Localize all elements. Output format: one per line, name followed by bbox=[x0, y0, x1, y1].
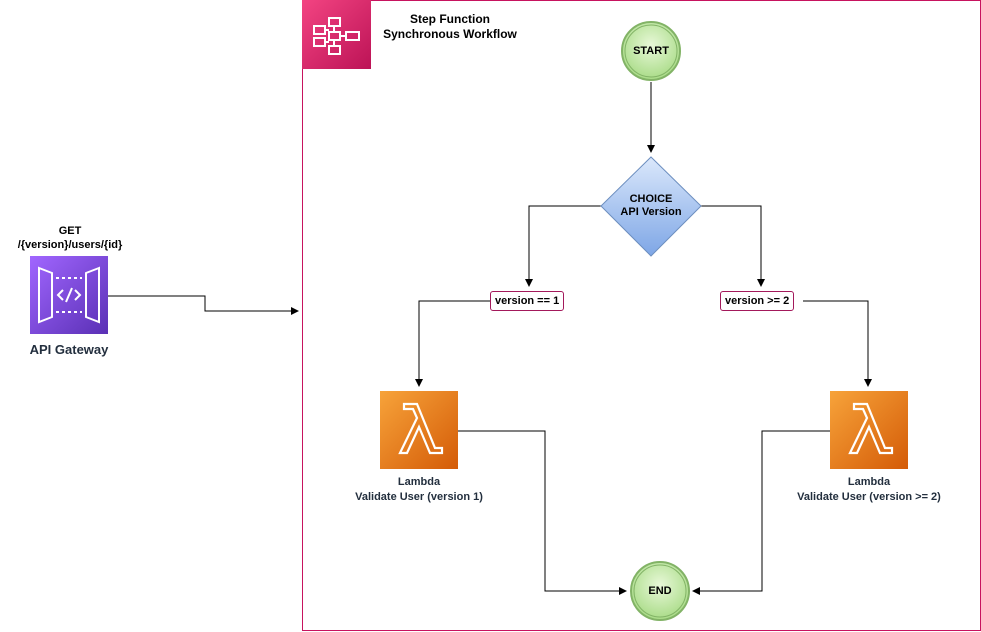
branch-condition-right: version >= 2 bbox=[720, 291, 795, 311]
edge-right-condition-to-lambda bbox=[803, 300, 872, 387]
lambda-right-name: Lambda bbox=[847, 476, 891, 488]
edge-left-lambda-to-end bbox=[458, 430, 627, 595]
lambda-icon bbox=[830, 391, 908, 469]
branch-condition-left: version == 1 bbox=[490, 291, 565, 311]
lambda-left-desc: Validate User (version 1) bbox=[355, 491, 483, 503]
choice-diamond bbox=[600, 156, 702, 257]
choice-label-line2: API Version bbox=[620, 206, 682, 218]
step-functions-icon bbox=[302, 0, 371, 69]
api-gateway-icon bbox=[30, 256, 108, 334]
api-path: /{version}/users/{id} bbox=[17, 239, 123, 251]
step-function-title-line1: Step Function bbox=[410, 12, 490, 26]
api-gateway-label: API Gateway bbox=[29, 342, 109, 357]
step-function-container bbox=[302, 0, 981, 631]
start-label: START bbox=[633, 45, 669, 57]
end-label: END bbox=[648, 585, 672, 597]
edge-choice-to-left-lambda bbox=[525, 205, 601, 287]
lambda-right-desc: Validate User (version >= 2) bbox=[797, 491, 941, 503]
end-node bbox=[630, 561, 690, 621]
api-method: GET bbox=[58, 225, 82, 237]
lambda-icon bbox=[380, 391, 458, 469]
choice-label-line1: CHOICE bbox=[629, 193, 673, 205]
edge-api-to-stepfunction bbox=[108, 295, 299, 315]
edge-left-condition-to-lambda bbox=[415, 300, 490, 387]
step-function-title-line2: Synchronous Workflow bbox=[383, 27, 517, 41]
start-node bbox=[621, 21, 681, 81]
lambda-left-name: Lambda bbox=[397, 476, 441, 488]
edge-right-lambda-to-end bbox=[692, 430, 830, 595]
edge-choice-to-right-lambda bbox=[701, 205, 765, 287]
